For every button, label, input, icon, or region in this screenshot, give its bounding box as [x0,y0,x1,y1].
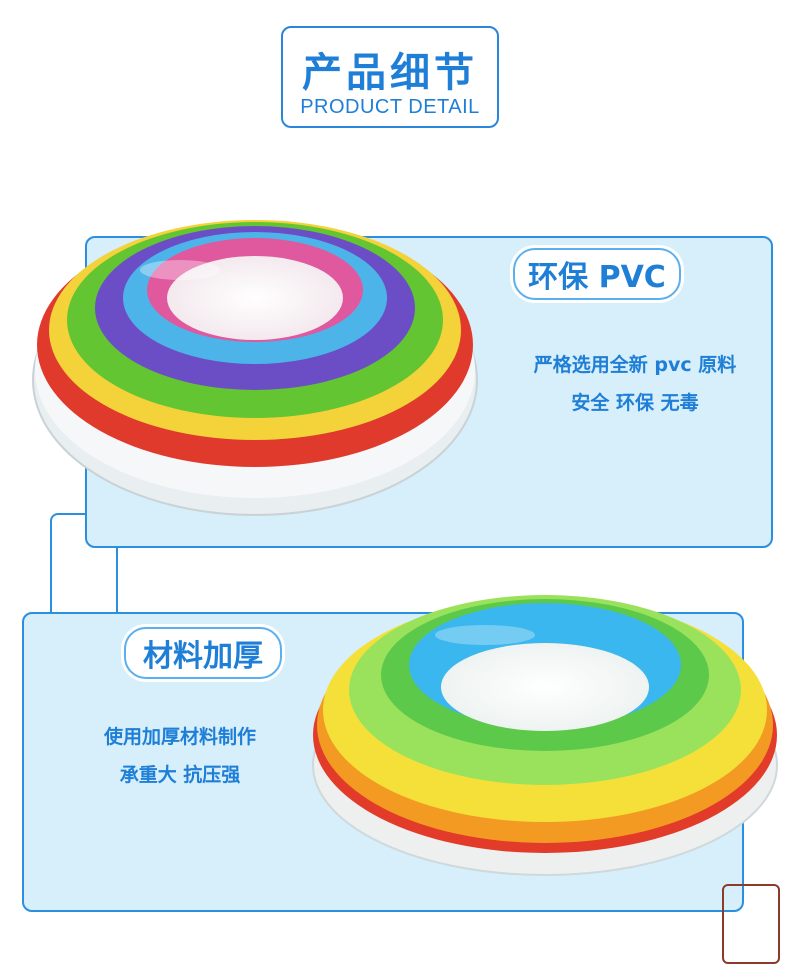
feature-description-thick: 使用加厚材料制作 承重大 抗压强 [80,718,280,794]
feature-description-line: 使用加厚材料制作 [103,726,256,748]
feature-description-pvc: 严格选用全新 pvc 原料 安全 环保 无毒 [500,346,770,422]
feature-description-line: 安全 环保 无毒 [571,392,699,414]
feature-tag-pvc: 环保 PVC [513,248,681,300]
feature-tag-thick-label: 材料加厚 [143,639,263,674]
feature-description-line: 承重大 抗压强 [119,764,241,786]
section-header: 产品细节 PRODUCT DETAIL [281,26,499,128]
feature-description-line: 严格选用全新 pvc 原料 [533,354,737,376]
rainbow-swim-ring-image [32,220,478,516]
decorative-frame-2 [722,884,780,964]
rainbow-swim-ring-image-2 [312,595,778,876]
section-subtitle: PRODUCT DETAIL [300,96,480,118]
section-title: 产品细节 [302,50,478,96]
feature-tag-pvc-label: 环保 PVC [528,260,666,295]
feature-tag-thick: 材料加厚 [124,627,282,679]
